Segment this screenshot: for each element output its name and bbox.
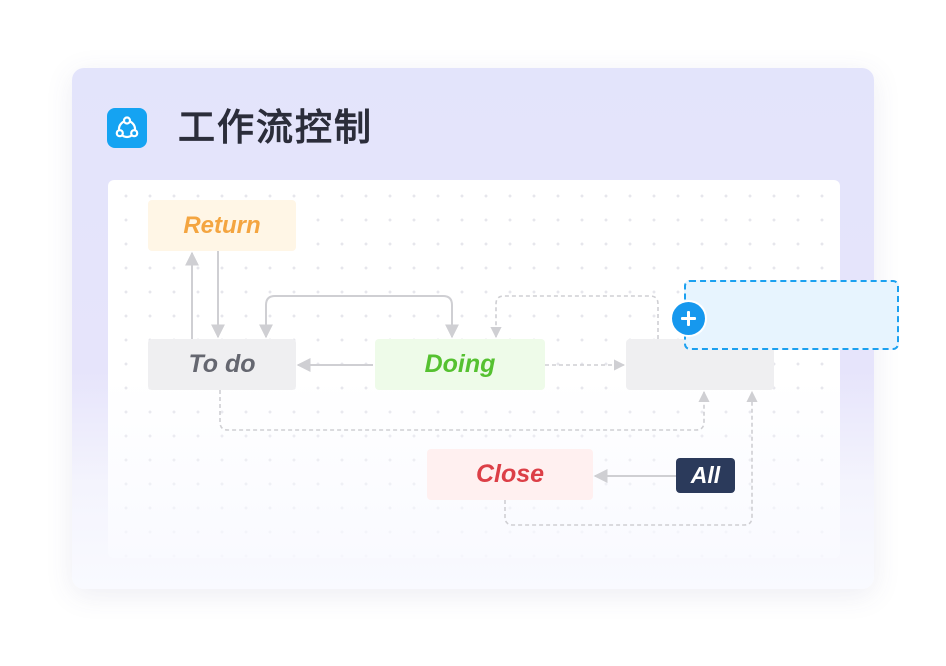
node-all[interactable]: All <box>676 458 735 493</box>
page-title: 工作流控制 <box>178 106 373 149</box>
node-doing[interactable]: Doing <box>375 339 545 390</box>
new-state-drop-zone[interactable] <box>684 280 899 350</box>
node-todo[interactable]: To do <box>148 339 296 390</box>
edge-todo-to-empty <box>219 390 710 431</box>
plus-icon <box>681 311 696 326</box>
workflow-icon <box>107 108 147 148</box>
edge-empty-to-doing <box>490 295 659 339</box>
edge-todo-doing-loop <box>259 295 459 339</box>
node-return[interactable]: Return <box>148 200 296 251</box>
node-close[interactable]: Close <box>427 449 593 500</box>
add-state-button[interactable] <box>672 302 705 335</box>
